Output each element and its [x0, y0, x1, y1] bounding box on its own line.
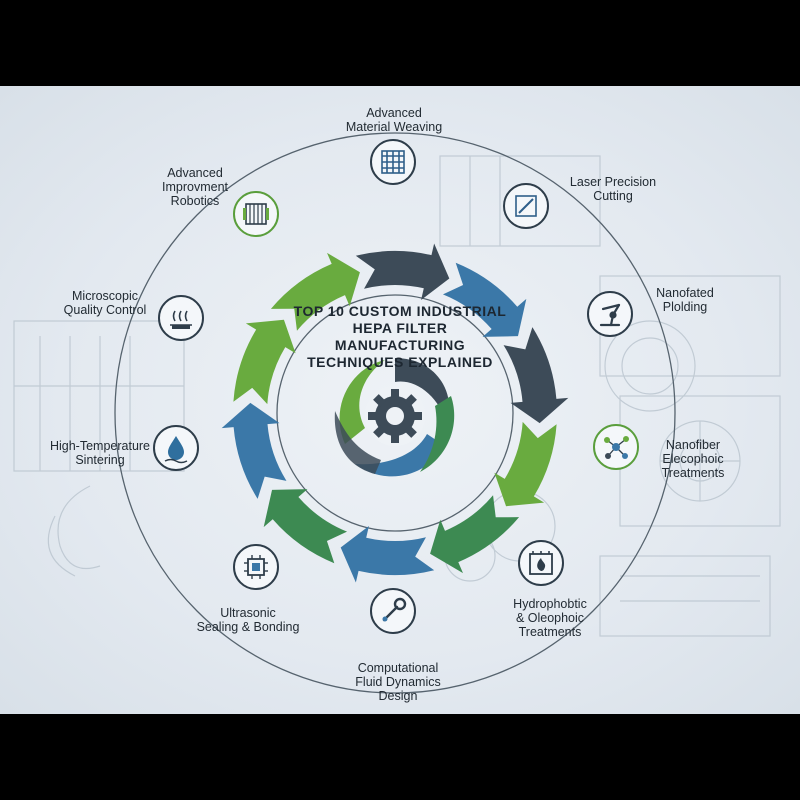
cycle-arrow [494, 421, 557, 507]
process-cycle-arrows [221, 243, 569, 583]
cycle-arrow [340, 526, 435, 583]
step-label-improvement-robotics: Advanced Improvment Robotics [145, 166, 245, 208]
gear-icon [368, 389, 422, 443]
title-line: TOP 10 CUSTOM INDUSTRIAL [293, 303, 507, 319]
cycle-arrow [221, 402, 287, 499]
step-label-hydrophobic-treatments: Hydrophobtic & Oleophoic Treatments [495, 597, 605, 639]
step-label-line: Ultrasonic [220, 606, 276, 620]
step-label-line: Treatments [518, 625, 582, 639]
step-label-quality-control: Microscopic Quality Control [50, 289, 160, 317]
woven-mesh-icon [370, 139, 416, 185]
step-label-line: High-Temperature [49, 439, 151, 453]
cycle-arrow [503, 327, 569, 424]
laser-cutter-icon [503, 183, 549, 229]
step-label-line: Cutting [593, 189, 633, 203]
step-label-cfd-design: Computational Fluid Dynamics Design [338, 661, 458, 703]
step-label-line: Robotics [170, 194, 220, 208]
cycle-arrow [263, 489, 348, 564]
step-label-line: Sealing & Bonding [196, 620, 300, 634]
molecule-icon [593, 424, 639, 470]
chip-icon [233, 544, 279, 590]
cycle-arrow [442, 262, 527, 337]
step-label-line: Nanofiber [665, 438, 721, 452]
wrench-icon [370, 588, 416, 634]
infographic-canvas: TOP 10 CUSTOM INDUSTRIAL HEPA FILTER MAN… [0, 86, 800, 714]
step-label-line: Plolding [662, 300, 708, 314]
water-drop-icon [153, 425, 199, 471]
cycle-arrow [270, 252, 360, 331]
title-line: HEPA FILTER MANUFACTURING [334, 320, 466, 353]
step-label-ultrasonic-sealing: Ultrasonic Sealing & Bonding [188, 606, 308, 634]
step-label-laser-cutting: Laser Precision Cutting [558, 175, 668, 203]
orbit-rings [114, 132, 676, 694]
step-label-line: Quality Control [63, 303, 147, 317]
step-label-line: Hydrophobtic [513, 597, 587, 611]
step-label-line: Laser Precision [569, 175, 657, 189]
step-label-line: Design [378, 689, 418, 703]
step-label-line: Nanofated [656, 286, 714, 300]
step-label-nanofated-plolding: Nanofated Plolding [640, 286, 730, 314]
diagram-title: TOP 10 CUSTOM INDUSTRIAL HEPA FILTER MAN… [290, 303, 510, 371]
cycle-arrow [430, 495, 520, 574]
step-label-line: Sintering [75, 453, 125, 467]
title-line: TECHNIQUES EXPLAINED [307, 354, 493, 370]
step-label-line: Elecophoic [662, 452, 724, 466]
step-label-line: Improvment [162, 180, 228, 194]
step-label-nanofiber-treatments: Nanofiber Elecophoic Treatments [648, 438, 738, 480]
center-emblem [334, 358, 455, 477]
cycle-arrow [233, 319, 296, 405]
step-label-line: Treatments [661, 466, 725, 480]
step-label-line: Advanced [167, 166, 223, 180]
step-label-line: Material Weaving [345, 120, 443, 134]
step-label-line: & Oleophoic [515, 611, 585, 625]
step-label-line: Advanced [366, 106, 422, 120]
heat-inspection-icon [158, 295, 204, 341]
flame-chamber-icon [518, 540, 564, 586]
step-label-high-temp-sintering: High-Temperature Sintering [40, 439, 160, 467]
step-label-line: Fluid Dynamics [355, 675, 441, 689]
robotic-arm-icon [587, 291, 633, 337]
step-label-line: Microscopic [72, 289, 138, 303]
filter-panel-icon [233, 191, 279, 237]
cycle-arrow [355, 243, 450, 300]
step-label-line: Computational [357, 661, 439, 675]
step-label-material-weaving: Advanced Material Weaving [339, 106, 449, 134]
